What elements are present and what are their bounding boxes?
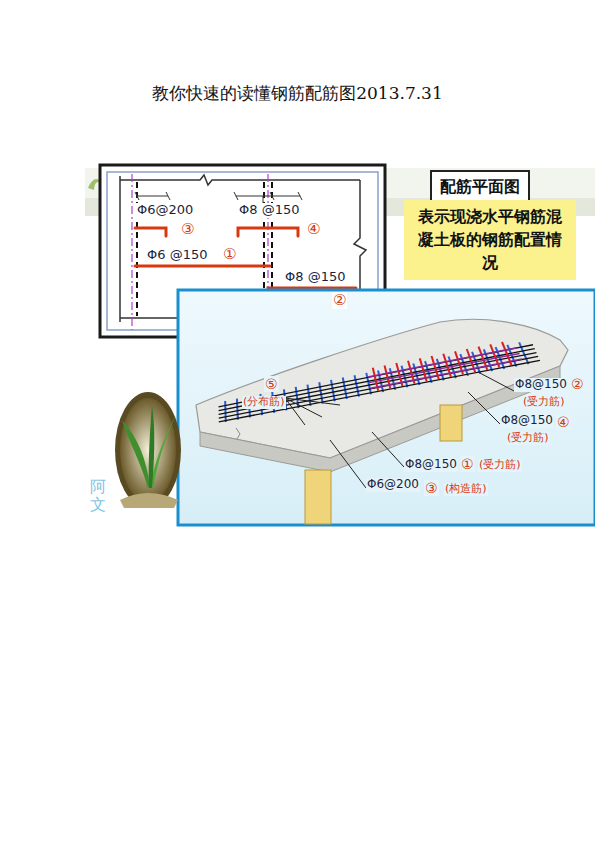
rebar-spec: Φ6 @150 (146, 248, 208, 263)
rebar-grid (219, 342, 540, 422)
rebar-type: (受力筋) (522, 396, 566, 409)
rebar-line (368, 348, 517, 377)
rebar-type: (受力筋) (478, 459, 522, 472)
note-box: 表示现浇水平钢筋混凝土板的钢筋配置情况 (404, 200, 576, 280)
rebar-line (236, 399, 239, 420)
rebar-line (319, 382, 322, 403)
rebar-line (343, 378, 347, 399)
rebar-line (331, 380, 335, 401)
callout-number: ① (460, 456, 475, 472)
callout-number: ④ (556, 414, 571, 430)
rebar-line (224, 401, 227, 422)
rebar-spec: Φ8@150 (404, 458, 458, 472)
plant-picture (115, 392, 181, 508)
rebar-spec: Φ6@200 (136, 203, 194, 218)
rebar-line (219, 353, 537, 415)
rebar-line (307, 385, 310, 406)
rebar-spec: Φ6@200 (366, 478, 420, 492)
callout-number: ⑤ (264, 376, 279, 392)
rebar-spec: Φ8 @150 (238, 203, 300, 218)
callout-number: ① (222, 246, 237, 263)
concrete-slab (196, 319, 568, 472)
support-wall (305, 405, 462, 524)
rebar-line (219, 356, 538, 418)
watermark: 阿文 (89, 478, 107, 513)
page-title: 教你快速的读懂钢筋配筋图2013.7.31 (0, 84, 595, 104)
rebar-line (369, 353, 519, 382)
illustration-panel (178, 290, 595, 525)
rebar-spec: Φ8 @150 (284, 270, 346, 285)
callout-number: ② (570, 376, 585, 392)
rebar-spec: Φ8@150 (514, 378, 568, 392)
callout-number: ③ (180, 221, 195, 238)
callout-number: ③ (424, 480, 439, 496)
rebar-line (370, 359, 522, 388)
rebar-type: (构造筋) (444, 483, 488, 496)
rebar-type: (分布筋) (242, 396, 286, 409)
box-text: 表示现浇水平钢筋混凝土板的钢筋配置情况 (412, 205, 568, 275)
rebar-spec: Φ8@150 (500, 414, 554, 428)
box-text: 配筋平面图 (440, 175, 520, 198)
rebar-line (355, 375, 359, 396)
rebar-type: (受力筋) (506, 432, 550, 445)
rebar-line (219, 360, 540, 422)
title-tag: 配筋平面图 (430, 170, 530, 203)
callout-number: ④ (306, 221, 321, 238)
callout-number: ② (332, 292, 347, 309)
rebar-line (219, 349, 535, 411)
rebar (135, 228, 356, 295)
